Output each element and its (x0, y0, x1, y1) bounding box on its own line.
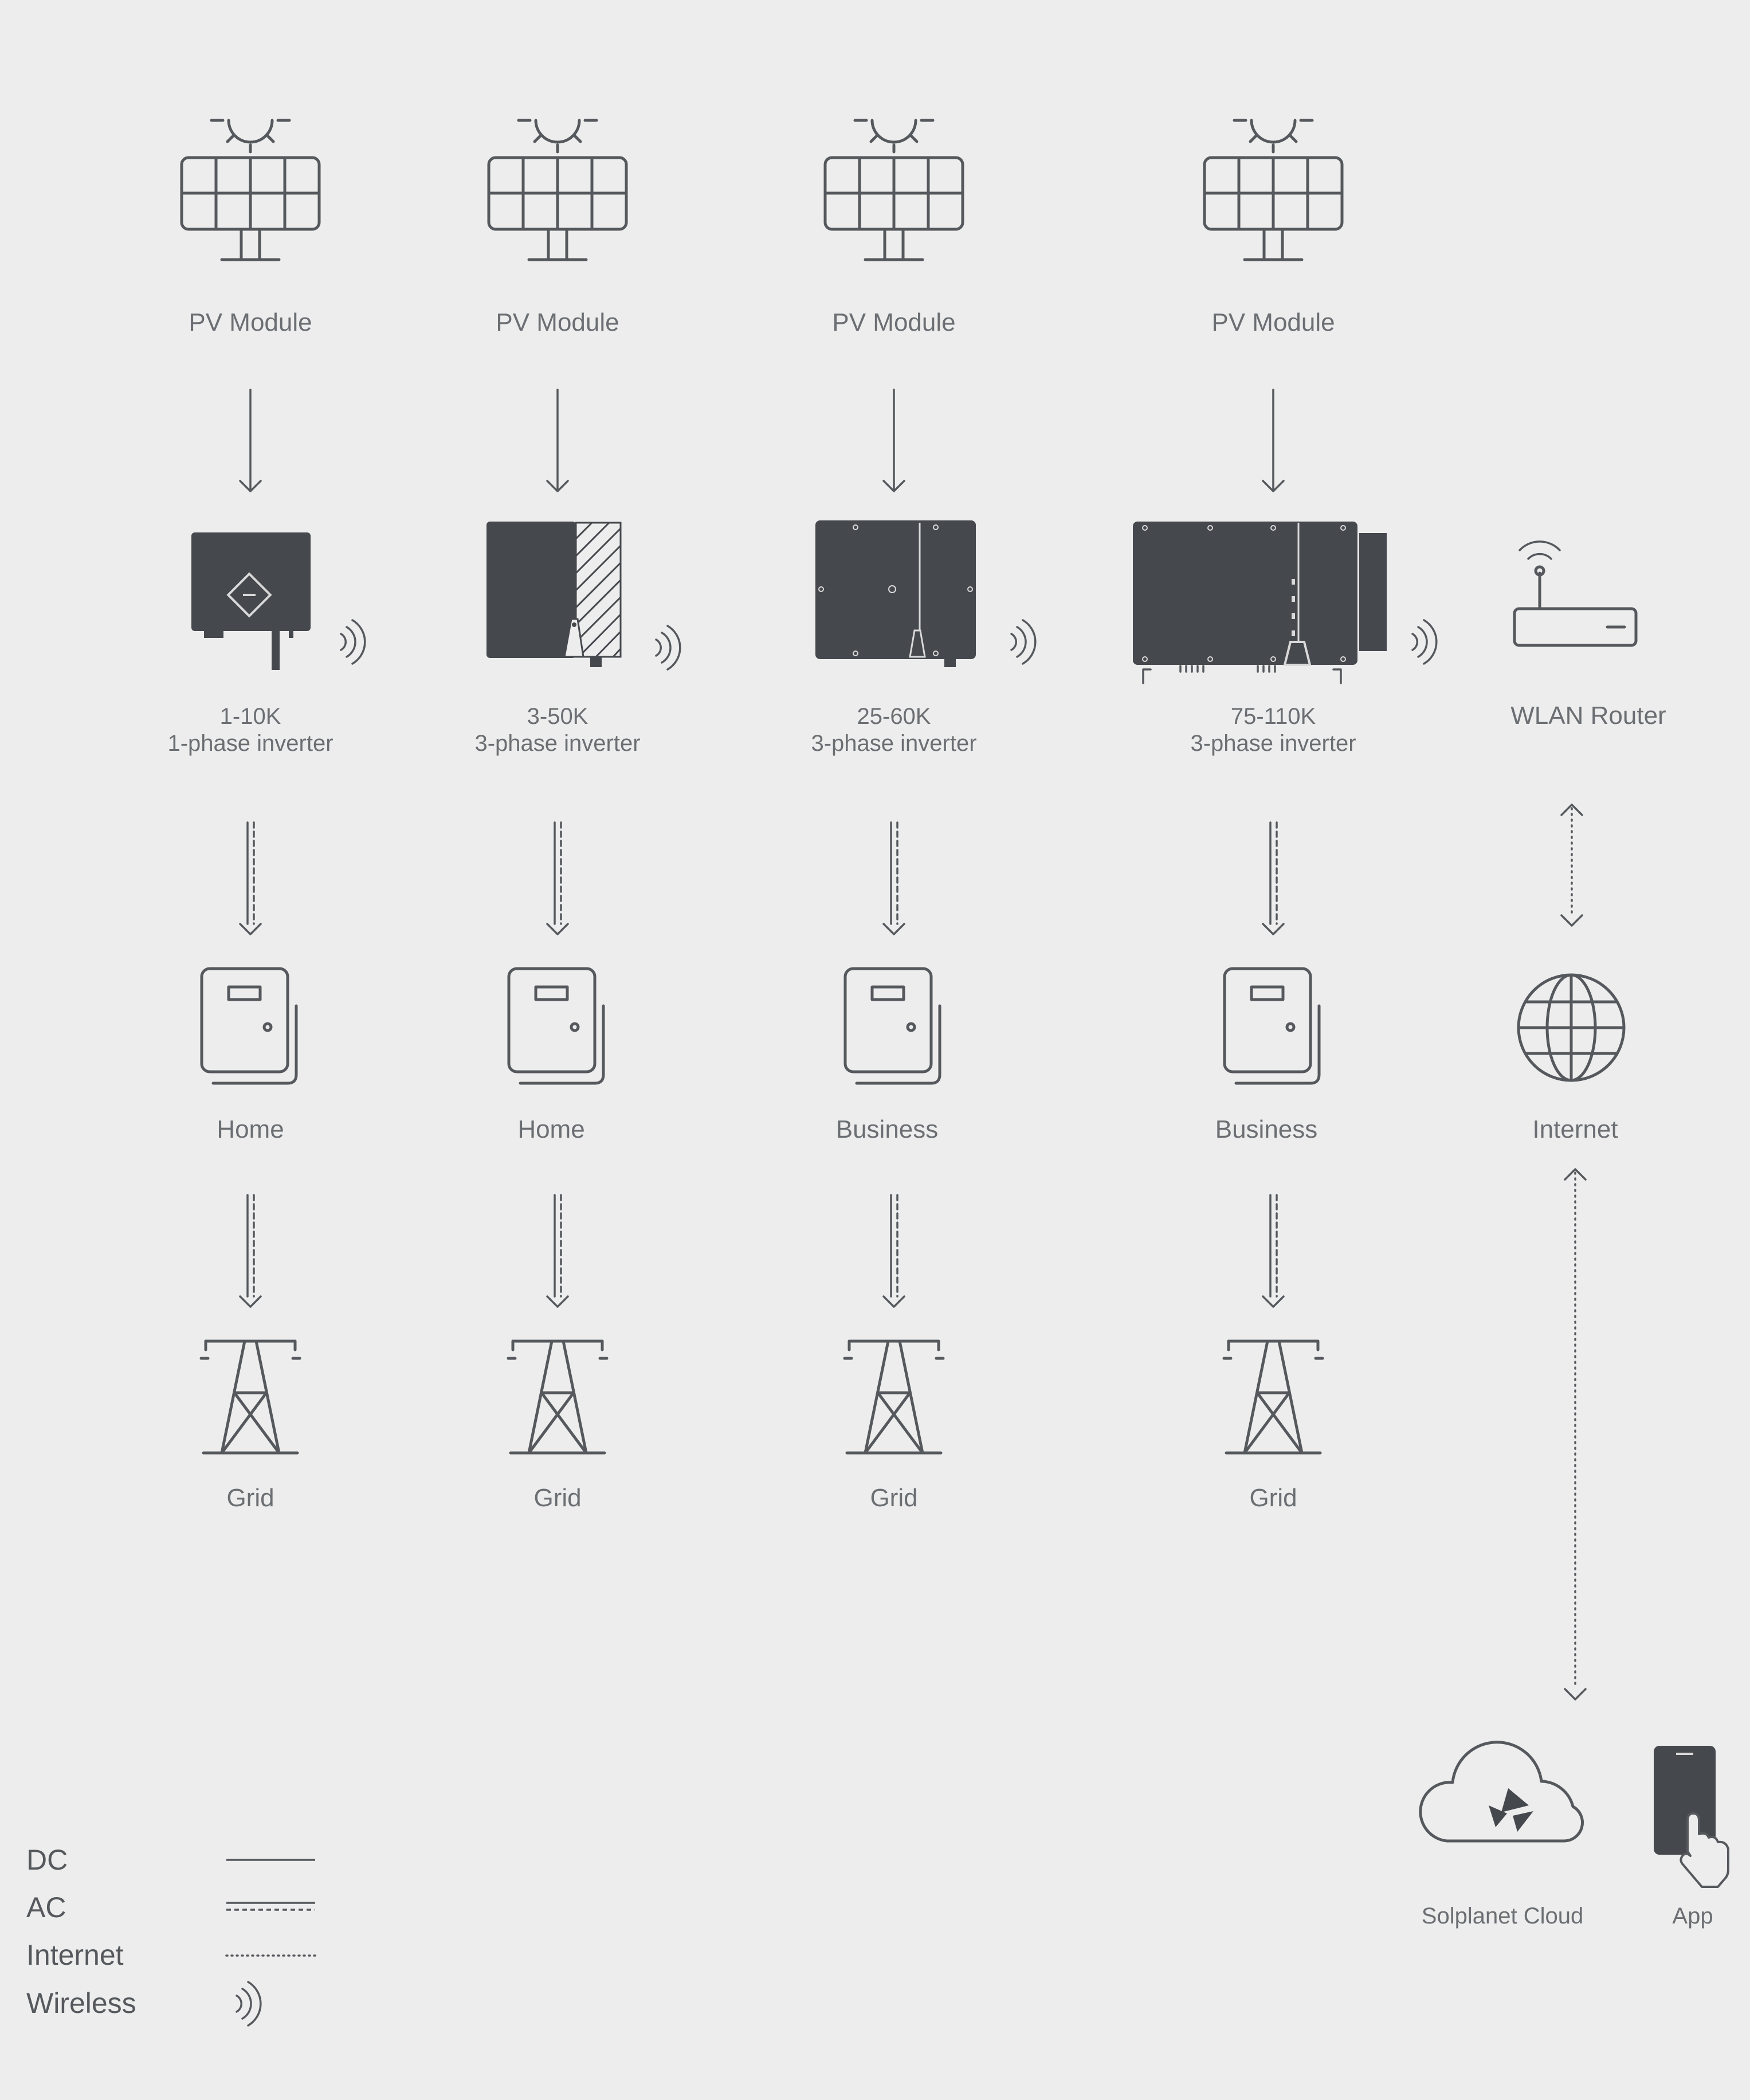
power-tower-icon (508, 1341, 607, 1453)
dc-connector (1262, 389, 1285, 492)
solar-panel-icon (182, 120, 319, 260)
site-label: Business (1215, 1115, 1318, 1143)
dc-connector (239, 389, 262, 492)
internet-label: Internet (1532, 1115, 1618, 1143)
internet-connector (1564, 1168, 1587, 1701)
inverter-power-label: 3-50K (527, 704, 588, 729)
pv-module-label: PV Module (832, 308, 955, 336)
ac-connector (239, 1194, 262, 1308)
dc-connector (882, 389, 905, 492)
inverter-icon (191, 532, 311, 670)
inverter-power-label: 75-110K (1231, 704, 1316, 729)
house-meter-icon (1225, 969, 1319, 1083)
site-label: Home (217, 1115, 284, 1143)
legend-item-ac: AC (26, 1891, 315, 1923)
column-1: PV Module 1-10K 1-phase inverter Home (167, 120, 366, 1512)
site-label: Business (836, 1115, 939, 1143)
pv-module-label: PV Module (496, 308, 619, 336)
column-4: PV Module (1133, 120, 1438, 1512)
inverter-icon (815, 520, 976, 667)
house-meter-icon (202, 969, 296, 1083)
globe-icon (1517, 973, 1626, 1082)
dc-connector (546, 389, 569, 492)
grid-label: Grid (1249, 1484, 1297, 1512)
smartphone-icon (1654, 1746, 1729, 1888)
legend-label: Internet (26, 1939, 124, 1971)
wireless-signal-icon (340, 619, 366, 665)
inverter-power-label: 25-60K (857, 704, 931, 729)
solar-panel-icon (1204, 120, 1342, 260)
column-3: PV Module 25-60K 3-phase inverter (811, 120, 1037, 1512)
network-column: WLAN Router Internet Solpl (1419, 540, 1729, 1929)
ac-connector (239, 821, 262, 935)
cloud-icon (1419, 1741, 1584, 1843)
wireless-signal-icon (655, 625, 681, 671)
app-label: App (1672, 1903, 1713, 1929)
grid-label: Grid (226, 1484, 274, 1512)
router-label: WLAN Router (1510, 702, 1666, 730)
house-meter-icon (845, 969, 940, 1083)
ac-connector (1262, 821, 1285, 935)
ac-connector (546, 1194, 569, 1308)
legend-item-dc: DC (26, 1844, 315, 1876)
inverter-icon (486, 522, 622, 667)
inverter-type-label: 1-phase inverter (167, 731, 333, 756)
solar-panel-icon (825, 120, 963, 260)
inverter-power-label: 1-10K (220, 704, 281, 729)
wireless-signal-icon (1411, 619, 1438, 665)
legend: DC AC Internet Wireless (26, 1844, 317, 2027)
ac-connector (1262, 1194, 1285, 1308)
pv-module-label: PV Module (1211, 308, 1335, 336)
site-label: Home (517, 1115, 584, 1143)
inverter-type-label: 3-phase inverter (474, 731, 640, 756)
cloud-label: Solplanet Cloud (1422, 1903, 1583, 1929)
power-tower-icon (201, 1341, 300, 1453)
legend-label: DC (26, 1844, 68, 1876)
power-tower-icon (1224, 1341, 1323, 1453)
pv-module-label: PV Module (189, 308, 312, 336)
power-tower-icon (845, 1341, 943, 1453)
wireless-signal-icon (236, 1981, 262, 2027)
inverter-type-label: 3-phase inverter (1190, 731, 1356, 756)
solar-panel-icon (489, 120, 626, 260)
inverter-type-label: 3-phase inverter (811, 731, 976, 756)
inverter-icon (1133, 522, 1387, 684)
legend-item-wireless: Wireless (26, 1981, 262, 2027)
legend-label: AC (26, 1891, 66, 1923)
internet-connector (1560, 804, 1583, 927)
grid-label: Grid (870, 1484, 917, 1512)
ac-connector (882, 1194, 905, 1308)
house-meter-icon (509, 969, 603, 1083)
legend-label: Wireless (26, 1987, 136, 2019)
ac-connector (882, 821, 905, 935)
legend-item-internet: Internet (26, 1939, 317, 1971)
column-2: PV Module 3-50K 3-phase inverter Home (474, 120, 681, 1512)
wireless-signal-icon (1010, 619, 1037, 665)
grid-label: Grid (533, 1484, 581, 1512)
wifi-router-icon (1513, 540, 1638, 647)
ac-connector (546, 821, 569, 935)
